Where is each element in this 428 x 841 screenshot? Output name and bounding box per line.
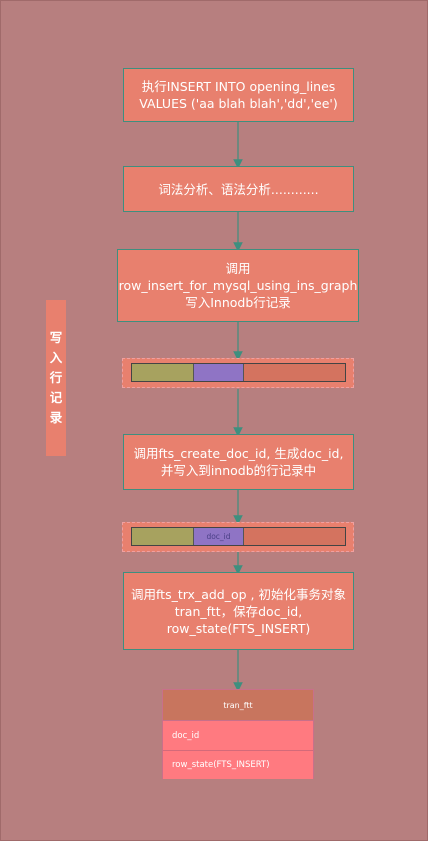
row-record-2-seg-3 [244,528,345,545]
step-3-line-1: 调用 [225,261,251,276]
tran-ftt-row-doc-id: doc_id [163,721,313,750]
step-5-line-1: 调用fts_trx_add_op , 初始化事务对象 [131,586,346,602]
step-3-line-3: 写入Innodb行记录 [185,295,291,310]
step-box-insert-sql: 执行INSERT INTO opening_lines VALUES ('aa … [123,68,354,122]
step-3-line-2: row_insert_for_mysql_using_ins_graph [118,278,358,293]
side-label-char: 行 [49,370,63,385]
step-box-row-insert: 调用 row_insert_for_mysql_using_ins_graph … [117,249,359,322]
row-record-1-cells [131,363,346,382]
side-label-char: 入 [49,350,63,365]
step-1-line-2: VALUES ('aa blah blah','dd','ee') [139,96,338,111]
row-record-2-cells: doc_id [131,527,346,546]
row-record-2-seg-1 [132,528,194,545]
side-label-char: 记 [49,390,63,405]
step-4-line-2: 并写入到innodb的行记录中 [160,463,317,478]
step-2-line-1: 词法分析、语法分析............ [158,181,319,197]
row-record-1 [122,358,354,388]
step-5-line-3: row_state(FTS_INSERT) [166,620,311,636]
side-label-char: 写 [49,330,63,345]
tran-ftt-row-row-state: row_state(FTS_INSERT) [163,750,313,779]
step-4-line-1: 调用fts_create_doc_id, 生成doc_id, [133,446,344,461]
step-box-parse: 词法分析、语法分析............ [123,166,354,212]
row-record-2-doc-id-seg: doc_id [194,528,244,545]
row-record-2: doc_id [122,522,354,552]
side-label-char: 录 [49,410,63,425]
row-record-1-seg-1 [132,364,194,381]
row-record-1-seg-2 [194,364,244,381]
tran-ftt-table-title: tran_ftt [163,690,313,721]
step-1-line-1: 执行INSERT INTO opening_lines [141,79,336,94]
side-label-write-row: 写 入 行 记 录 [46,300,66,456]
step-box-create-doc-id: 调用fts_create_doc_id, 生成doc_id, 并写入到innod… [123,434,354,490]
step-5-line-2: tran_ftt，保存doc_id, [174,603,303,619]
tran-ftt-table: tran_ftt doc_id row_state(FTS_INSERT) [162,689,314,779]
step-box-trx-add-op: 调用fts_trx_add_op , 初始化事务对象 tran_ftt，保存do… [123,572,354,650]
row-record-1-seg-3 [244,364,345,381]
